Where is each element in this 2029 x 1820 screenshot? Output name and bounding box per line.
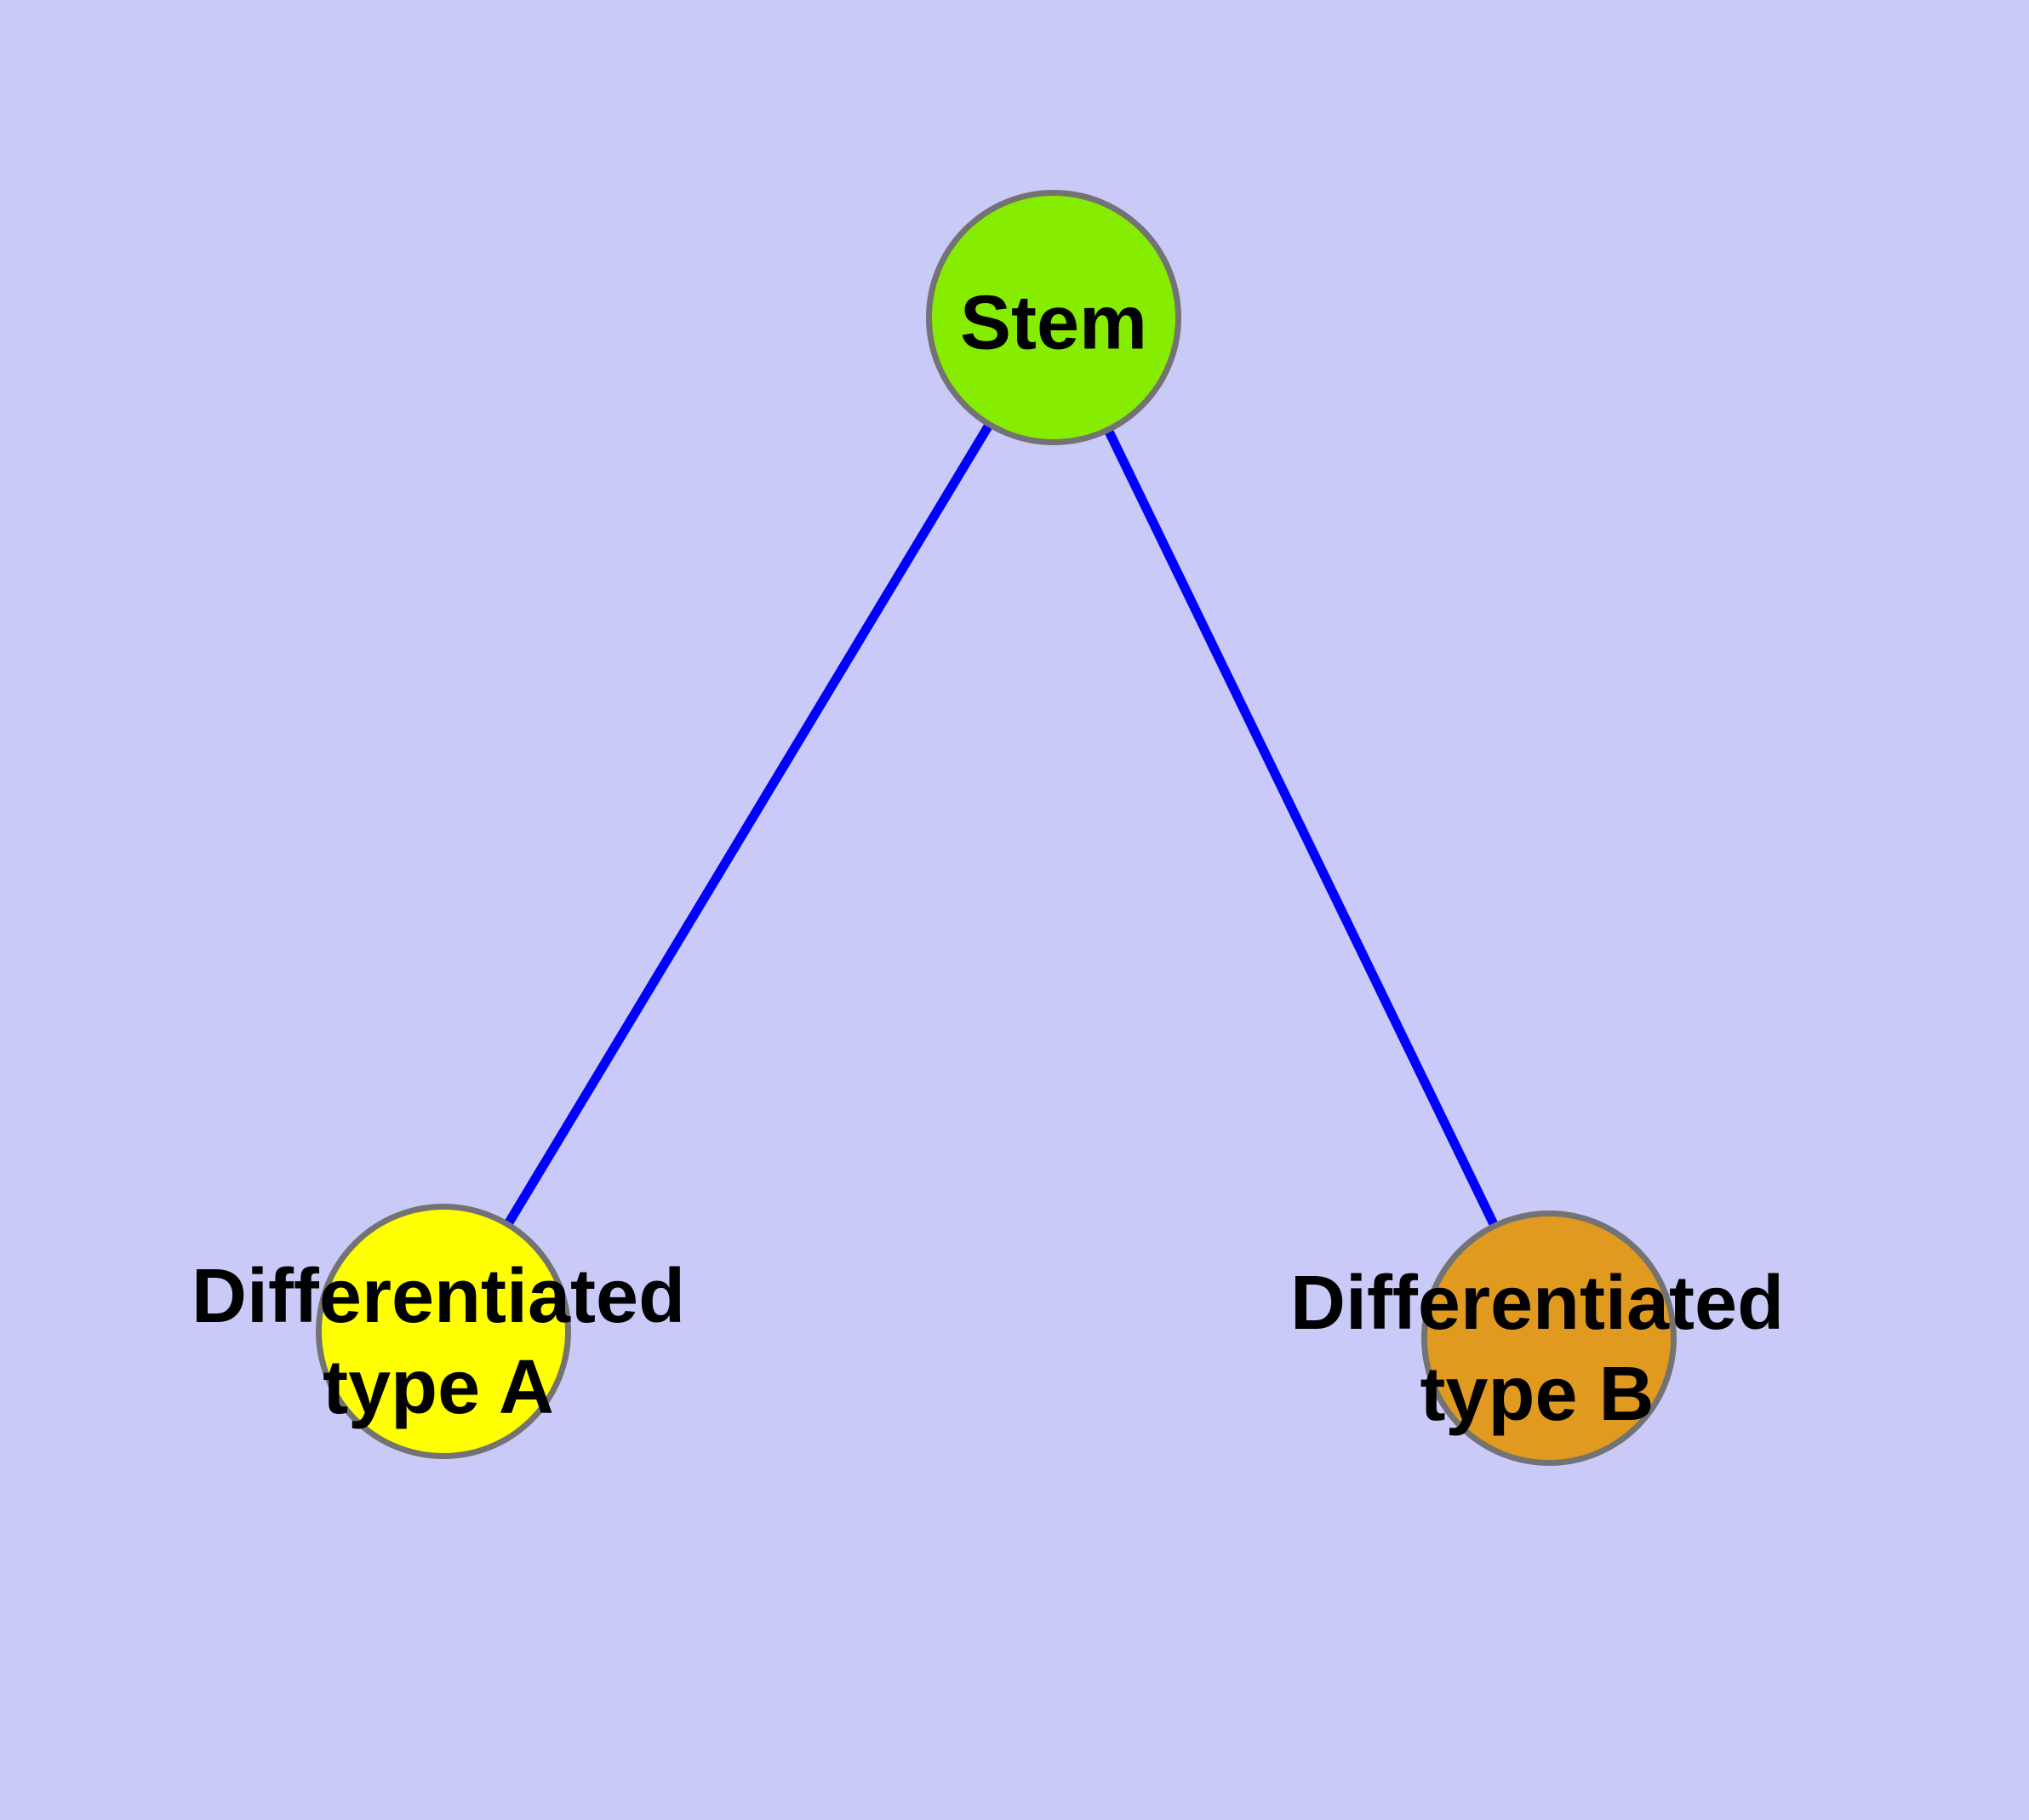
node-stem	[926, 190, 1181, 445]
node-differentiated-type-a	[316, 1204, 571, 1459]
edge-stem-to-type-a	[439, 315, 1058, 1334]
node-differentiated-type-b-label: Differentiated type B	[1290, 1258, 1784, 1440]
node-differentiated-type-a-label: Differentiated type A	[191, 1251, 685, 1434]
node-differentiated-type-a-label-line-1: Differentiated	[191, 1254, 686, 1339]
node-differentiated-type-b-label-line-2: type B	[1420, 1352, 1655, 1437]
node-differentiated-type-a-label-line-2: type A	[323, 1345, 554, 1430]
node-differentiated-type-b	[1421, 1210, 1677, 1466]
node-stem-label: Stem	[960, 278, 1147, 369]
edge-stem-to-type-b	[1049, 315, 1553, 1341]
node-stem-label-line: Stem	[959, 280, 1148, 366]
node-differentiated-type-b-label-line-1: Differentiated	[1289, 1261, 1785, 1346]
